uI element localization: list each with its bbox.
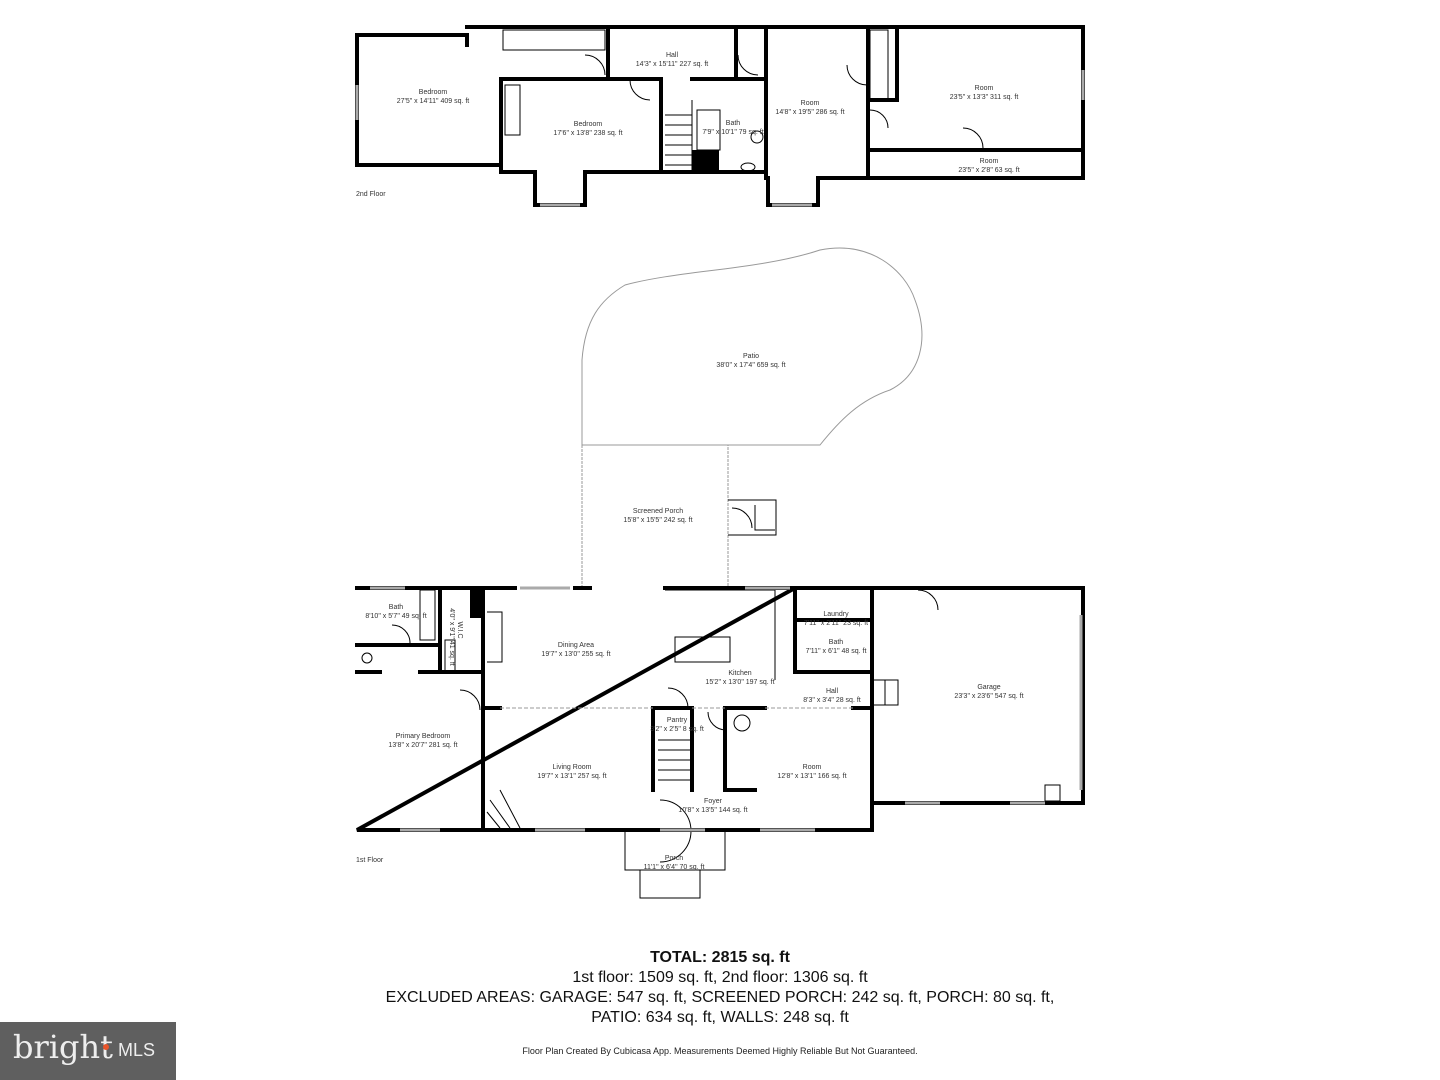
room-dims: 19'7" x 13'0" 255 sq. ft	[541, 651, 610, 658]
first-floor-walls	[355, 586, 1085, 899]
floor-areas: 1st floor: 1509 sq. ft, 2nd floor: 1306 …	[572, 969, 868, 986]
bright-mls-logo: bright MLS	[0, 1022, 176, 1080]
excluded-areas-cont: PATIO: 634 sq. ft, WALLS: 248 sq. ft	[591, 1009, 849, 1026]
excluded-areas: EXCLUDED AREAS: GARAGE: 547 sq. ft, SCRE…	[385, 989, 1055, 1006]
room-dims: 19'7" x 13'1" 257 sq. ft	[537, 773, 606, 780]
room-dims: 4'0" x 9'1" 41 sq. ft	[448, 608, 455, 666]
floor-label: 2nd Floor	[356, 191, 386, 198]
room-dims: 11'1" x 6'4" 70 sq. ft	[644, 864, 705, 871]
room-dims: 12'8" x 13'1" 166 sq. ft	[777, 773, 846, 780]
room-dims: 14'3" x 15'11" 227 sq. ft	[636, 61, 709, 68]
room-dims: 8'3" x 3'4" 28 sq. ft	[803, 697, 861, 704]
room-name: Room	[803, 764, 822, 771]
room-dims: 7'11" x 2'11" 23 sq. ft	[804, 620, 868, 627]
room-name: Laundry	[823, 611, 849, 618]
room-dims: 10'8" x 13'5" 144 sq. ft	[678, 807, 747, 814]
room-name: Room	[980, 158, 999, 165]
first-floor-labels: Bath 8'10" x 5'7" 49 sq. ft W.I.C 4'0" x…	[356, 604, 1024, 871]
room-name: Kitchen	[728, 670, 751, 677]
room-dims: 7'11" x 6'1" 48 sq. ft	[806, 648, 867, 655]
room-dims: 23'5" x 13'3" 311 sq. ft	[950, 94, 1019, 101]
room-dims: 8'10" x 5'7" 49 sq. ft	[365, 613, 426, 620]
logo-text: bright	[13, 1028, 113, 1066]
room-name: Porch	[665, 855, 683, 862]
room-dims: 23'3" x 23'6" 547 sq. ft	[954, 693, 1023, 700]
room-name: Dining Area	[558, 642, 594, 649]
room-name: Primary Bedroom	[396, 733, 451, 740]
second-floor-labels: Bedroom 27'5" x 14'11" 409 sq. ft Hall 1…	[356, 52, 1020, 198]
room-name: Bath	[726, 120, 741, 127]
room-name: Bedroom	[574, 121, 603, 128]
room-dims: 27'5" x 14'11" 409 sq. ft	[397, 98, 470, 105]
logo-accent-icon	[103, 1044, 109, 1050]
room-dims: 15'8" x 15'5" 242 sq. ft	[623, 517, 692, 524]
room-name: Bath	[389, 604, 404, 611]
chimney	[692, 150, 719, 174]
floor-label: 1st Floor	[356, 857, 384, 864]
room-name: Living Room	[553, 764, 592, 771]
logo-suffix: MLS	[118, 1040, 156, 1060]
room-name: Room	[801, 100, 820, 107]
chimney	[470, 590, 483, 618]
room-dims: 15'2" x 13'0" 197 sq. ft	[705, 679, 774, 686]
room-name: Bath	[829, 639, 844, 646]
room-dims: 14'8" x 19'5" 286 sq. ft	[775, 109, 844, 116]
room-name: Garage	[977, 684, 1000, 691]
room-name: Bedroom	[419, 89, 448, 96]
room-name: Hall	[666, 52, 679, 59]
room-name: Foyer	[704, 798, 723, 805]
room-name: Screened Porch	[633, 508, 683, 515]
room-name: Hall	[826, 688, 839, 695]
room-dims: 38'0" x 17'4" 659 sq. ft	[716, 362, 785, 369]
room-name: Pantry	[667, 717, 688, 724]
second-floor-walls	[355, 25, 1085, 207]
room-dims: 13'8" x 20'7" 281 sq. ft	[388, 742, 457, 749]
total-area: TOTAL: 2815 sq. ft	[650, 949, 790, 966]
disclaimer: Floor Plan Created By Cubicasa App. Meas…	[522, 1046, 918, 1056]
outdoor-areas: Patio 38'0" x 17'4" 659 sq. ft Screened …	[581, 247, 923, 588]
area-summary: TOTAL: 2815 sq. ft 1st floor: 1509 sq. f…	[0, 948, 1440, 1028]
room-dims: 23'5" x 2'8" 63 sq. ft	[958, 167, 1019, 174]
room-dims: 7'9" x 10'1" 79 sq. ft	[702, 129, 763, 136]
room-name: Room	[975, 85, 994, 92]
room-dims: 3'2" x 2'5" 8 sq. ft	[650, 726, 704, 733]
room-dims: 17'6" x 13'8" 238 sq. ft	[553, 130, 622, 137]
room-name: Patio	[743, 353, 759, 360]
room-name: W.I.C	[456, 621, 463, 638]
